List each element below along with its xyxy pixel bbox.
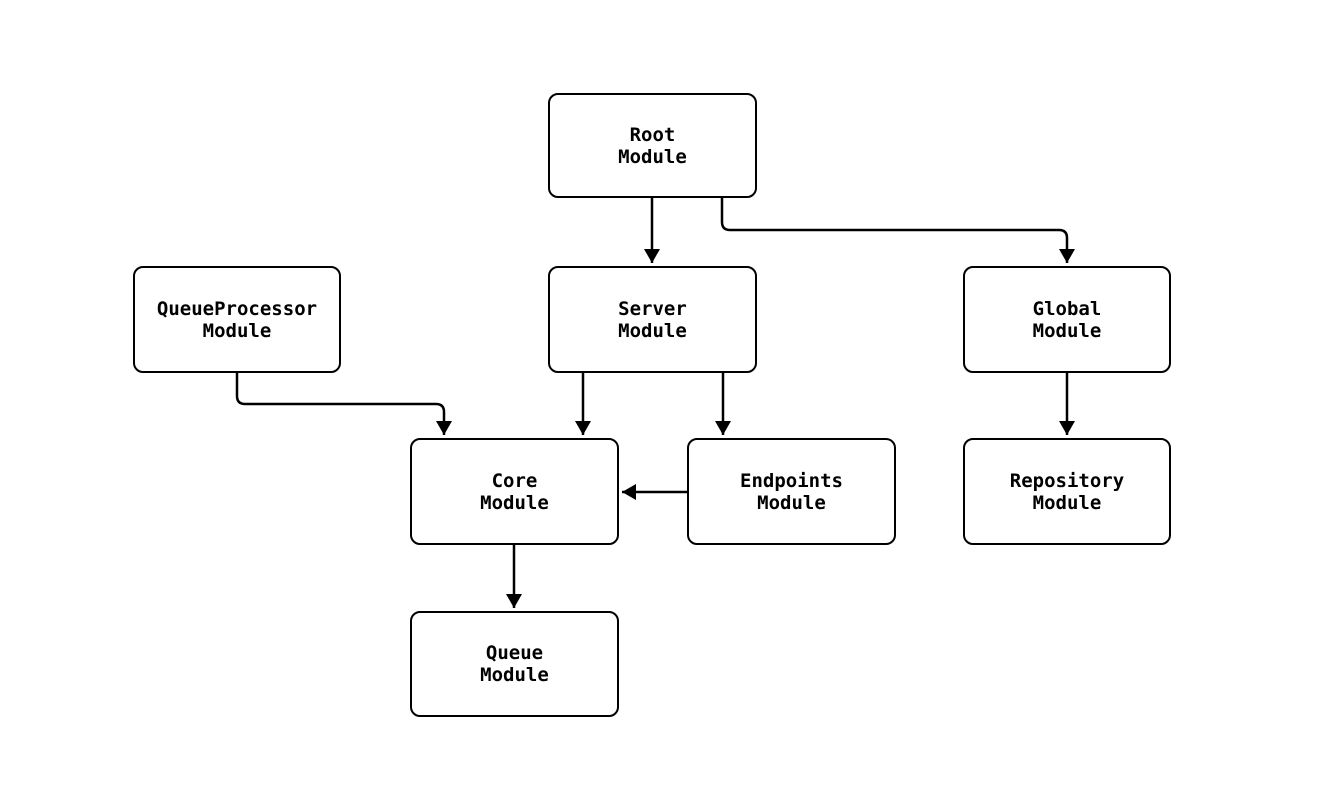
edge-root-to-global [720,198,1075,263]
node-endpoints-module: Endpoints Module [687,438,896,545]
node-label: Root Module [618,123,687,168]
node-label: Server Module [618,297,687,342]
node-queueprocessor-module: QueueProcessor Module [133,266,341,373]
node-label: Queue Module [480,642,549,686]
node-root-module: Root Module [548,93,757,198]
node-label: Endpoints Module [740,469,843,514]
node-global-module: Global Module [963,266,1171,373]
node-server-module: Server Module [548,266,757,373]
node-core-module: Core Module [410,438,619,545]
node-label: Repository Module [1009,469,1125,514]
node-queue-module: Queue Module [410,611,619,717]
node-label: Global Module [1032,297,1102,342]
node-label: Core Module [480,469,549,514]
edge-queueprocessor-to-core [235,373,452,435]
node-repository-module: Repository Module [963,438,1171,545]
node-label: QueueProcessor Module [156,297,318,342]
